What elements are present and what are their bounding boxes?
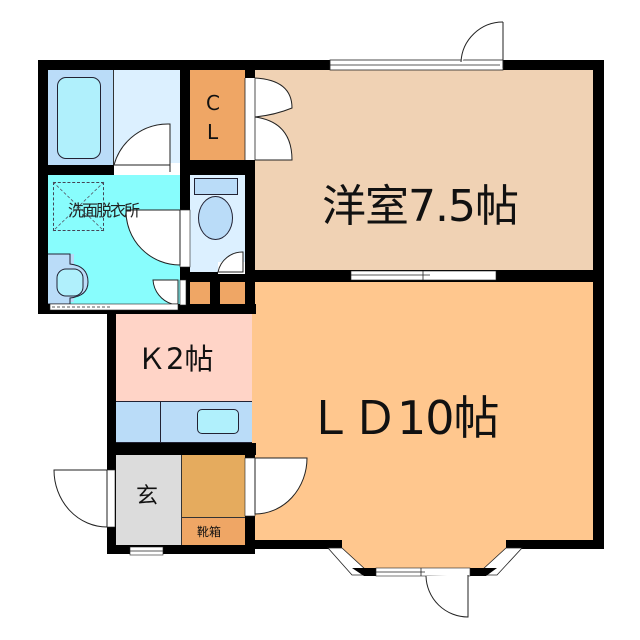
counter-divider xyxy=(160,402,161,442)
door-entrance-outer xyxy=(53,469,116,528)
entrance-label: 玄 xyxy=(136,484,159,509)
toilet-tank-icon xyxy=(194,178,238,195)
wall-left-upper xyxy=(38,60,48,314)
wall-bath-wash xyxy=(38,165,188,175)
wall-bottom-ld-right xyxy=(506,540,604,549)
bay-window xyxy=(327,547,523,618)
kitchen-counter xyxy=(115,401,252,443)
toilet-bowl-icon xyxy=(198,196,233,240)
closet-label-l: L xyxy=(207,120,219,144)
wall-wash-toilet xyxy=(180,60,190,310)
bath-washing-area xyxy=(114,68,183,165)
western-room[interactable] xyxy=(252,68,594,272)
wall-toilet-bottom xyxy=(180,272,255,282)
wall-bottom-ld-left xyxy=(245,540,342,549)
wall-top-right xyxy=(250,60,604,70)
wall-right xyxy=(593,60,604,549)
storage-cabinet xyxy=(181,455,245,517)
living-dining-label: ＬＤ10帖 xyxy=(307,391,500,445)
shoe-box xyxy=(181,517,245,545)
wall-top-left xyxy=(38,60,253,70)
living-dining-room[interactable] xyxy=(252,280,594,542)
kitchen-label: Ｋ2帖 xyxy=(137,342,214,376)
washroom-label: 洗面脱衣所 xyxy=(68,201,140,220)
wall-kitchen-entrance xyxy=(107,443,256,455)
wall-cl-western xyxy=(245,60,255,310)
shoe-box-label: 靴箱 xyxy=(197,525,222,539)
wall-kitchen-left xyxy=(107,304,116,554)
entrance-area[interactable] xyxy=(115,455,181,545)
wall-bottom-left xyxy=(107,545,255,554)
vanity-unit xyxy=(48,254,74,302)
wall-shaft-divider xyxy=(210,282,220,306)
wall-entrance-ld xyxy=(245,443,255,553)
bathtub-icon xyxy=(57,77,101,159)
wall-wash-bottom xyxy=(38,304,256,314)
pipe-shaft-left xyxy=(186,282,210,304)
pipe-shaft-right xyxy=(220,282,245,304)
closet-label-c: C xyxy=(206,91,220,115)
closet[interactable] xyxy=(190,68,245,160)
wall-cl-toilet xyxy=(180,160,255,175)
wall-western-ld xyxy=(245,270,604,282)
sink-icon xyxy=(197,409,239,434)
western-room-label: 洋室7.5帖 xyxy=(322,181,519,232)
